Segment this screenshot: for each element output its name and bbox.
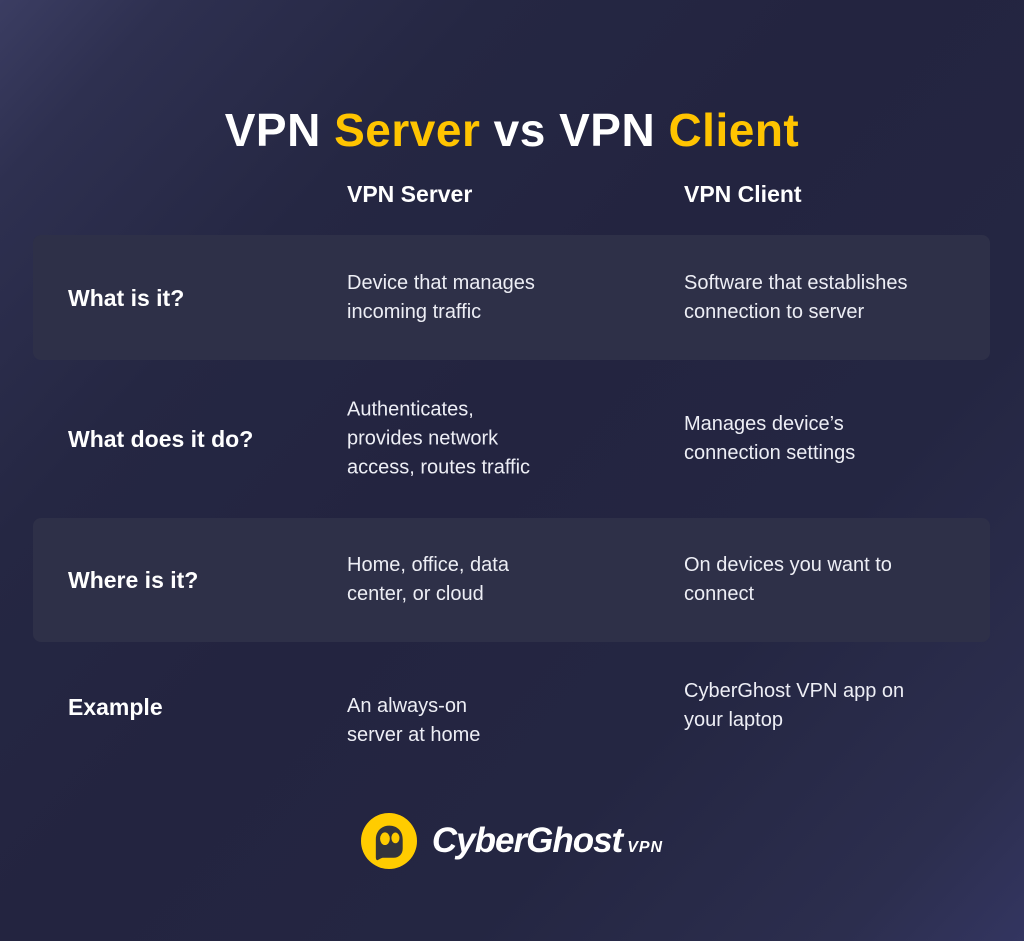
table-row: Example An always-on server at home Cybe… <box>33 642 990 780</box>
title-segment-server: Server <box>334 103 481 156</box>
brand-wordmark: CyberGhost <box>431 821 623 860</box>
cell-server-what-is-it: Device that manages incoming traffic <box>347 271 535 323</box>
cell-server-what-does-it-do: Authenticates, provides network access, … <box>347 398 531 479</box>
brand-logo: CyberGhost VPN <box>0 813 1024 869</box>
table-row: What is it? Device that manages incoming… <box>33 235 990 360</box>
row-label-where-is-it: Where is it? <box>68 567 199 593</box>
column-header-vpn-server: VPN Server <box>347 181 473 207</box>
brand-text: CyberGhost VPN <box>432 821 663 861</box>
cell-client-where-is-it: On devices you want to connect <box>684 554 892 605</box>
row-label-what-does-it-do: What does it do? <box>68 426 254 452</box>
title-segment-vs-vpn: vs VPN <box>480 103 669 156</box>
ghost-icon <box>360 813 417 869</box>
table-header-row: VPN Server VPN Client <box>33 181 990 217</box>
table-row: Where is it? Home, office, data center, … <box>33 518 990 642</box>
cell-client-example: CyberGhost VPN app on your laptop <box>684 680 905 731</box>
cell-server-example: An always-on server at home <box>347 695 481 746</box>
title-segment-vpn-1: VPN <box>224 103 335 156</box>
page-title: VPN Server vs VPN Client <box>0 103 1024 157</box>
row-label-example: Example <box>68 694 163 720</box>
cell-client-what-does-it-do: Manages device’s connection settings <box>684 413 856 464</box>
brand-vpn-suffix: VPN <box>627 839 664 856</box>
table-row: What does it do? Authenticates, provides… <box>33 360 990 518</box>
row-label-what-is-it: What is it? <box>68 284 185 311</box>
cell-client-what-is-it: Software that establishes connection to … <box>684 271 908 323</box>
column-header-vpn-client: VPN Client <box>684 181 802 207</box>
cell-server-where-is-it: Home, office, data center, or cloud <box>347 554 509 605</box>
title-segment-client: Client <box>668 103 800 156</box>
